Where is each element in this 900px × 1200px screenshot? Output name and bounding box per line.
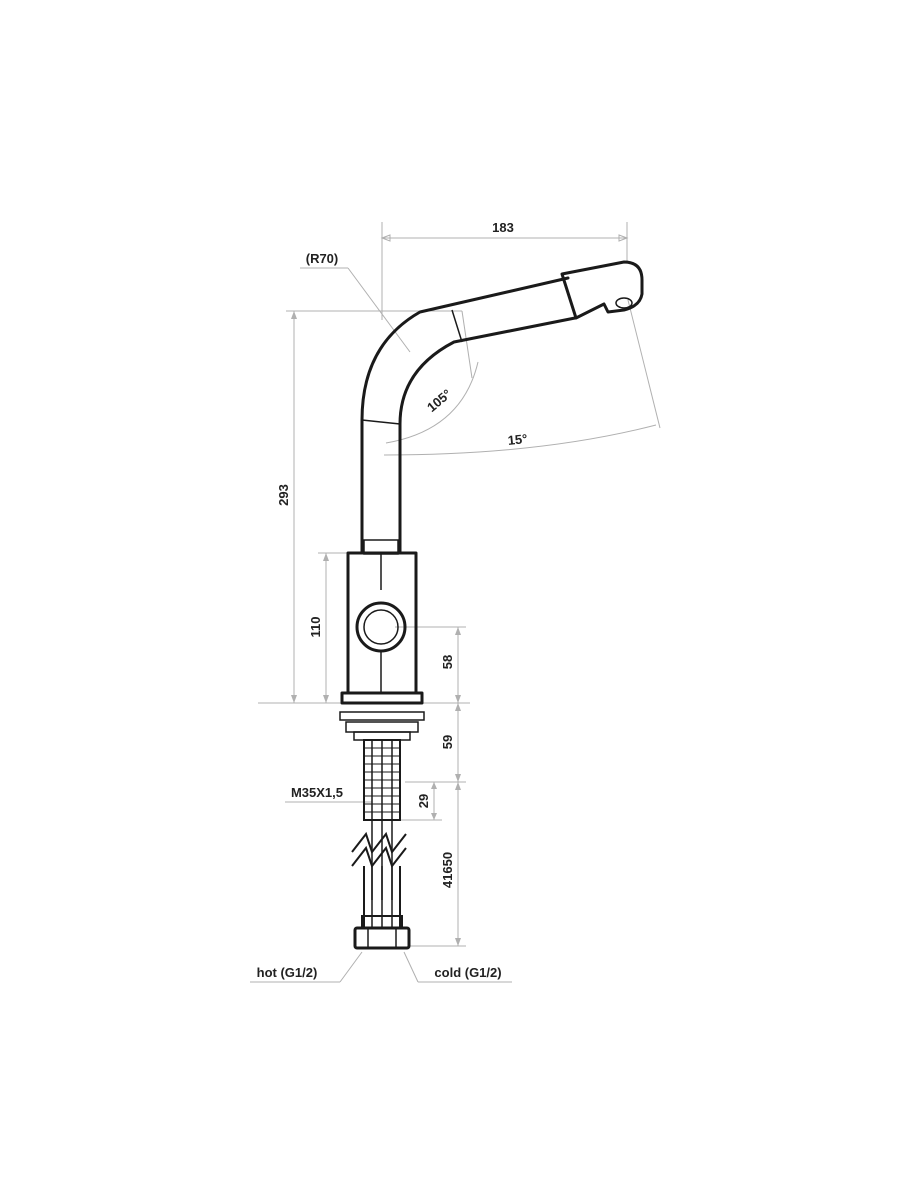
dimension-lines xyxy=(250,222,661,983)
dimension-radius: (R70) xyxy=(306,251,339,266)
dimension-reach: 183 xyxy=(492,220,514,235)
dimension-height: 293 xyxy=(276,484,291,506)
dimension-thread-length: 29 xyxy=(416,794,431,808)
dimension-hose-length: 41650 xyxy=(440,852,455,888)
label-hot: hot (G1/2) xyxy=(257,965,318,980)
faucet-outline xyxy=(339,260,644,950)
dimension-spout-angle: 105° xyxy=(424,386,454,415)
label-cold: cold (G1/2) xyxy=(434,965,501,980)
label-thread: M35X1,5 xyxy=(291,785,343,800)
dimension-mount-depth: 59 xyxy=(440,735,455,749)
dimension-body-height: 110 xyxy=(308,617,323,638)
dimension-swivel-angle: 15° xyxy=(507,431,528,448)
dimension-handle-height: 58 xyxy=(440,655,455,669)
